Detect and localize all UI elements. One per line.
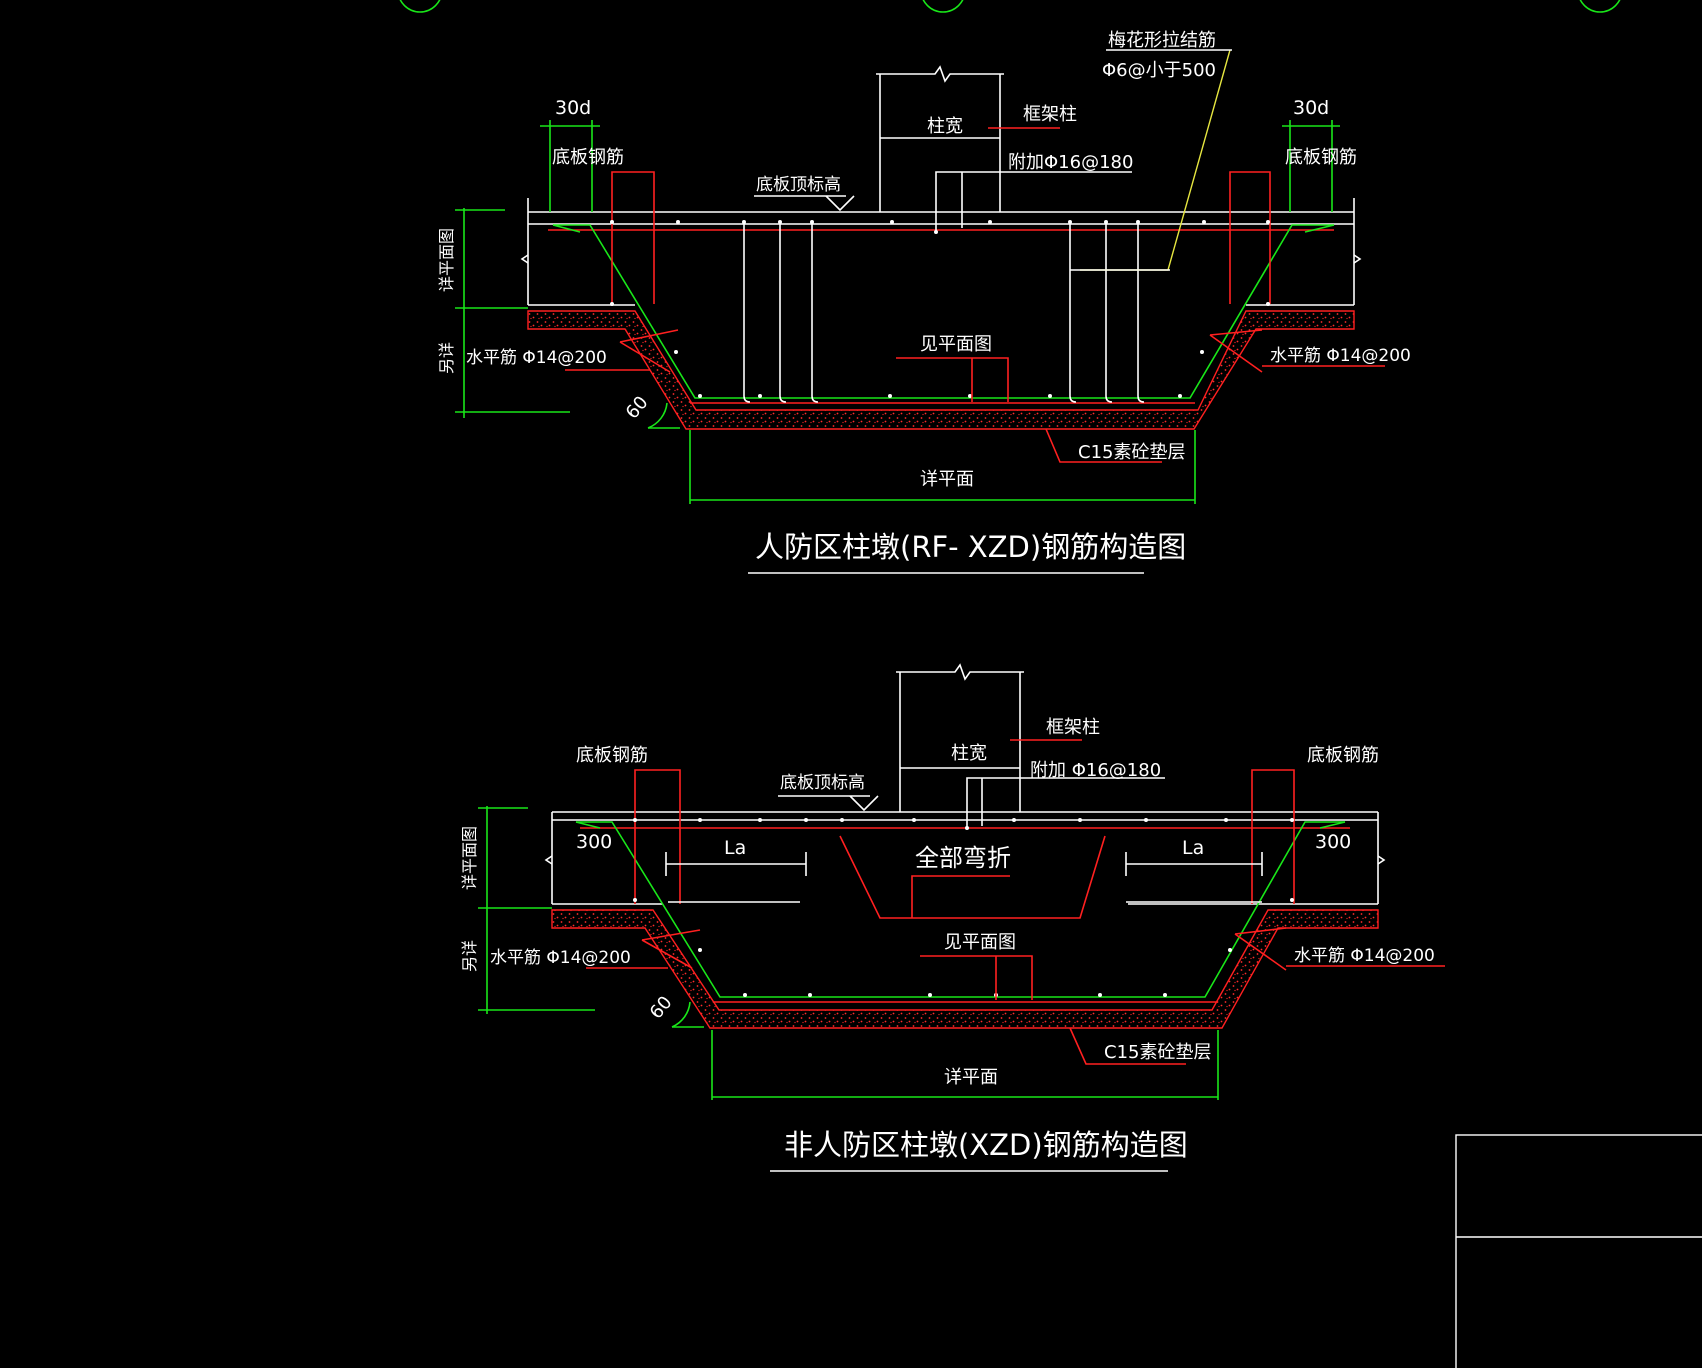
bottom-cushion-layer [551, 909, 1379, 1029]
top-column-width-label: 柱宽 [927, 116, 963, 137]
top-horiz-bar-left-label: 水平筋 Φ14@200 [466, 348, 607, 368]
top-title: 人防区柱墩(RF- XZD)钢筋构造图 [755, 530, 1186, 564]
top-horiz-bar-right-label: 水平筋 Φ14@200 [1270, 346, 1411, 366]
bottom-la-left: La [724, 837, 746, 859]
bottom-detail [478, 663, 1445, 1172]
top-cushion-label: C15素砼垫层 [1078, 442, 1185, 463]
top-angle-label: 60 [622, 392, 653, 423]
bottom-title: 非人防区柱墩(XZD)钢筋构造图 [784, 1128, 1188, 1162]
top-see-plan-bottom-label: 见平面图 [920, 334, 992, 355]
bottom-dim-300-left: 300 [576, 831, 612, 853]
bottom-angle-label: 60 [646, 992, 677, 1023]
bottom-horiz-bar-right-label: 水平筋 Φ14@200 [1294, 946, 1435, 966]
bottom-see-plan-bottom-label: 见平面图 [944, 932, 1016, 953]
bottom-plan-width-label: 详平面 [944, 1067, 998, 1088]
bottom-other-detail-label: 另详 [460, 940, 479, 972]
bottom-cushion-label: C15素砼垫层 [1104, 1042, 1211, 1063]
bottom-see-plan-side-label: 详平面图 [460, 826, 479, 890]
bottom-la-right: La [1182, 837, 1204, 859]
bottom-horiz-bar-left-label: 水平筋 Φ14@200 [490, 948, 631, 968]
top-dim-30d-right: 30d [1293, 97, 1329, 119]
top-frame-column-label: 框架柱 [1023, 104, 1077, 125]
bottom-frame-column-label: 框架柱 [1046, 717, 1100, 738]
top-additional-bar-label: 附加Φ16@180 [1008, 152, 1133, 173]
top-slab-bar-left: 底板钢筋 [552, 147, 624, 168]
bottom-slab-top-elev-label: 底板顶标高 [780, 773, 865, 793]
bottom-dim-300-right: 300 [1315, 831, 1351, 853]
top-tie-bar-label: 梅花形拉结筋 [1108, 30, 1216, 51]
grid-bubbles [399, 0, 1621, 13]
bottom-all-bent-label: 全部弯折 [915, 844, 1011, 872]
bottom-column-width-label: 柱宽 [951, 743, 987, 764]
bottom-additional-bar-label: 附加 Φ16@180 [1030, 760, 1161, 781]
top-cushion-layer [527, 310, 1355, 430]
top-slab-top-elev-label: 底板顶标高 [756, 175, 841, 195]
top-dim-30d-left: 30d [555, 97, 591, 119]
top-see-plan-side-label: 详平面图 [437, 228, 456, 292]
bottom-slab-bar-right: 底板钢筋 [1307, 745, 1379, 766]
top-slab-bar-right: 底板钢筋 [1285, 147, 1357, 168]
top-tie-spec-label: Φ6@小于500 [1102, 60, 1216, 81]
title-block [1455, 1134, 1702, 1368]
top-plan-width-label: 详平面 [920, 469, 974, 490]
top-detail [455, 49, 1385, 574]
top-other-detail-label: 另详 [437, 342, 456, 374]
bottom-slab-bar-left: 底板钢筋 [576, 745, 648, 766]
